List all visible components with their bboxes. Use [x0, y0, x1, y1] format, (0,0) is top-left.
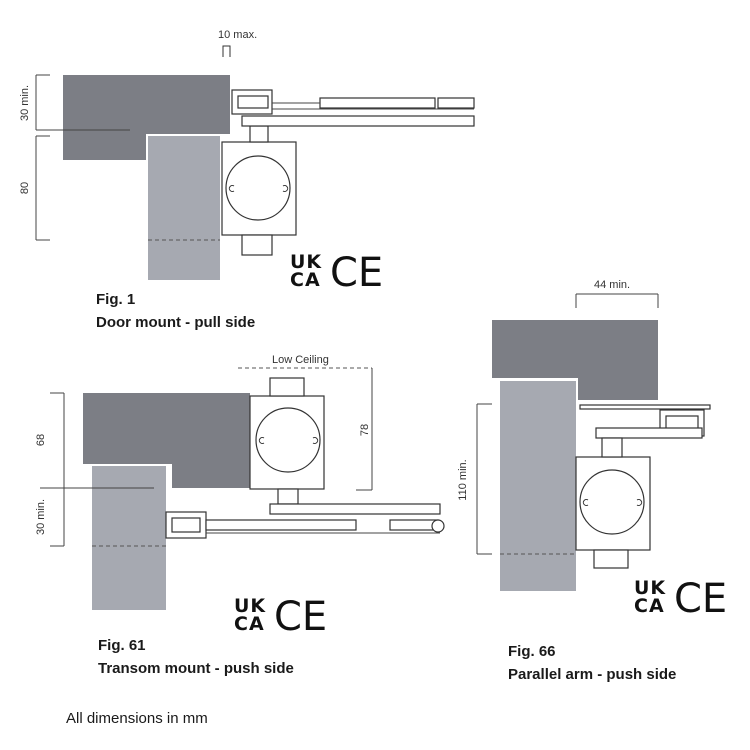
fig66-dim-110: 110 min. [457, 459, 469, 500]
ukca-mark-uk: UK [290, 251, 322, 273]
fig1-door [148, 136, 220, 280]
fig1-dim-30: 30 min. [19, 85, 31, 121]
fig61-door [92, 466, 166, 610]
ce-mark: CE [274, 594, 327, 640]
fig61-subtitle: Transom mount - push side [98, 660, 294, 677]
fig-1-drawing [35, 45, 475, 280]
fig1-subtitle: Door mount - pull side [96, 314, 255, 331]
fig1-dim-80: 80 [19, 182, 31, 194]
fig61-frame [83, 393, 250, 488]
fig61-title: Fig. 61 [98, 637, 146, 654]
footer-note: All dimensions in mm [66, 710, 208, 727]
fig66-ukca-ce-marks: UK CA CE [634, 576, 727, 622]
fig66-dim-44: 44 min. [594, 279, 630, 291]
fig-61-drawing [40, 367, 445, 610]
fig66-subtitle: Parallel arm - push side [508, 666, 676, 683]
fig61-dim-68: 68 [35, 434, 47, 446]
fig66-title: Fig. 66 [508, 643, 556, 660]
fig1-dim-10: 10 max. [218, 29, 257, 41]
fig66-door [500, 381, 576, 591]
fig61-low-ceiling: Low Ceiling [272, 354, 329, 366]
fig66-frame [492, 320, 658, 400]
ukca-mark-uk: UK [234, 595, 266, 617]
fig-66-drawing [476, 293, 711, 591]
fig61-ukca-ce-marks: UK CA CE [234, 594, 327, 640]
fig1-frame [63, 75, 230, 160]
ukca-mark-uk: UK [634, 577, 666, 599]
ukca-mark-ca: CA [634, 595, 665, 617]
fig1-title: Fig. 1 [96, 291, 135, 308]
fig61-dim-30: 30 min. [35, 499, 47, 535]
ce-mark: CE [330, 250, 383, 296]
ce-mark: CE [674, 576, 727, 622]
fig61-dim-78: 78 [359, 424, 371, 436]
ukca-mark-ca: CA [234, 613, 265, 635]
fig1-ukca-ce-marks: UK CA CE [290, 250, 383, 296]
ukca-mark-ca: CA [290, 269, 321, 291]
